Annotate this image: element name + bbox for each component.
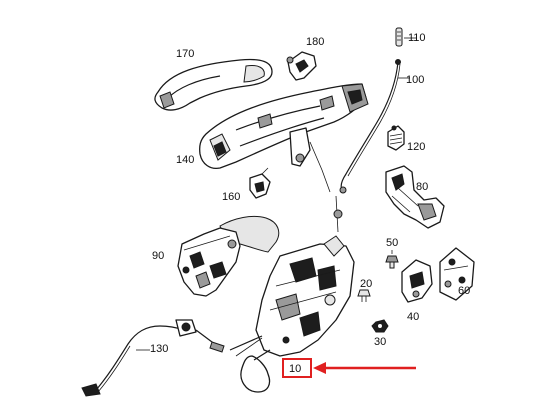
part-40-striker: [401, 259, 433, 303]
part-140-handle-carrier: [199, 83, 369, 193]
label-140: 140: [176, 154, 194, 166]
label-60: 60: [458, 285, 470, 297]
label-10: 10: [289, 363, 301, 375]
label-40: 40: [407, 311, 419, 323]
part-20-screw: [357, 289, 371, 302]
part-180-end-cap: [286, 51, 317, 81]
label-130: 130: [150, 343, 168, 355]
label-50: 50: [386, 237, 398, 249]
part-10-door-lock: [229, 195, 355, 393]
part-100-rod: [339, 59, 410, 194]
label-10-highlight: 10: [282, 358, 312, 378]
label-100: 100: [406, 74, 424, 86]
part-80-cover: [385, 165, 445, 229]
part-160-clip: [249, 167, 271, 199]
label-30: 30: [374, 336, 386, 348]
label-110: 110: [408, 32, 426, 44]
label-80: 80: [416, 181, 428, 193]
label-160: 160: [222, 191, 240, 203]
part-60-plate: [439, 247, 475, 301]
label-90: 90: [152, 250, 164, 262]
part-90-bracket: [177, 215, 280, 297]
label-180: 180: [306, 36, 324, 48]
label-20: 20: [360, 278, 372, 290]
part-50-screw: [385, 250, 399, 269]
label-170: 170: [176, 48, 194, 60]
part-30-nut: [371, 319, 389, 333]
part-170-door-handle: [154, 58, 273, 111]
label-10-box: [282, 358, 312, 378]
part-130-cable: [81, 319, 225, 397]
part-120-grommet: [387, 125, 405, 151]
label-120: 120: [407, 141, 425, 153]
red-pointer-arrow: [313, 362, 416, 374]
part-110-pin: [395, 27, 416, 47]
